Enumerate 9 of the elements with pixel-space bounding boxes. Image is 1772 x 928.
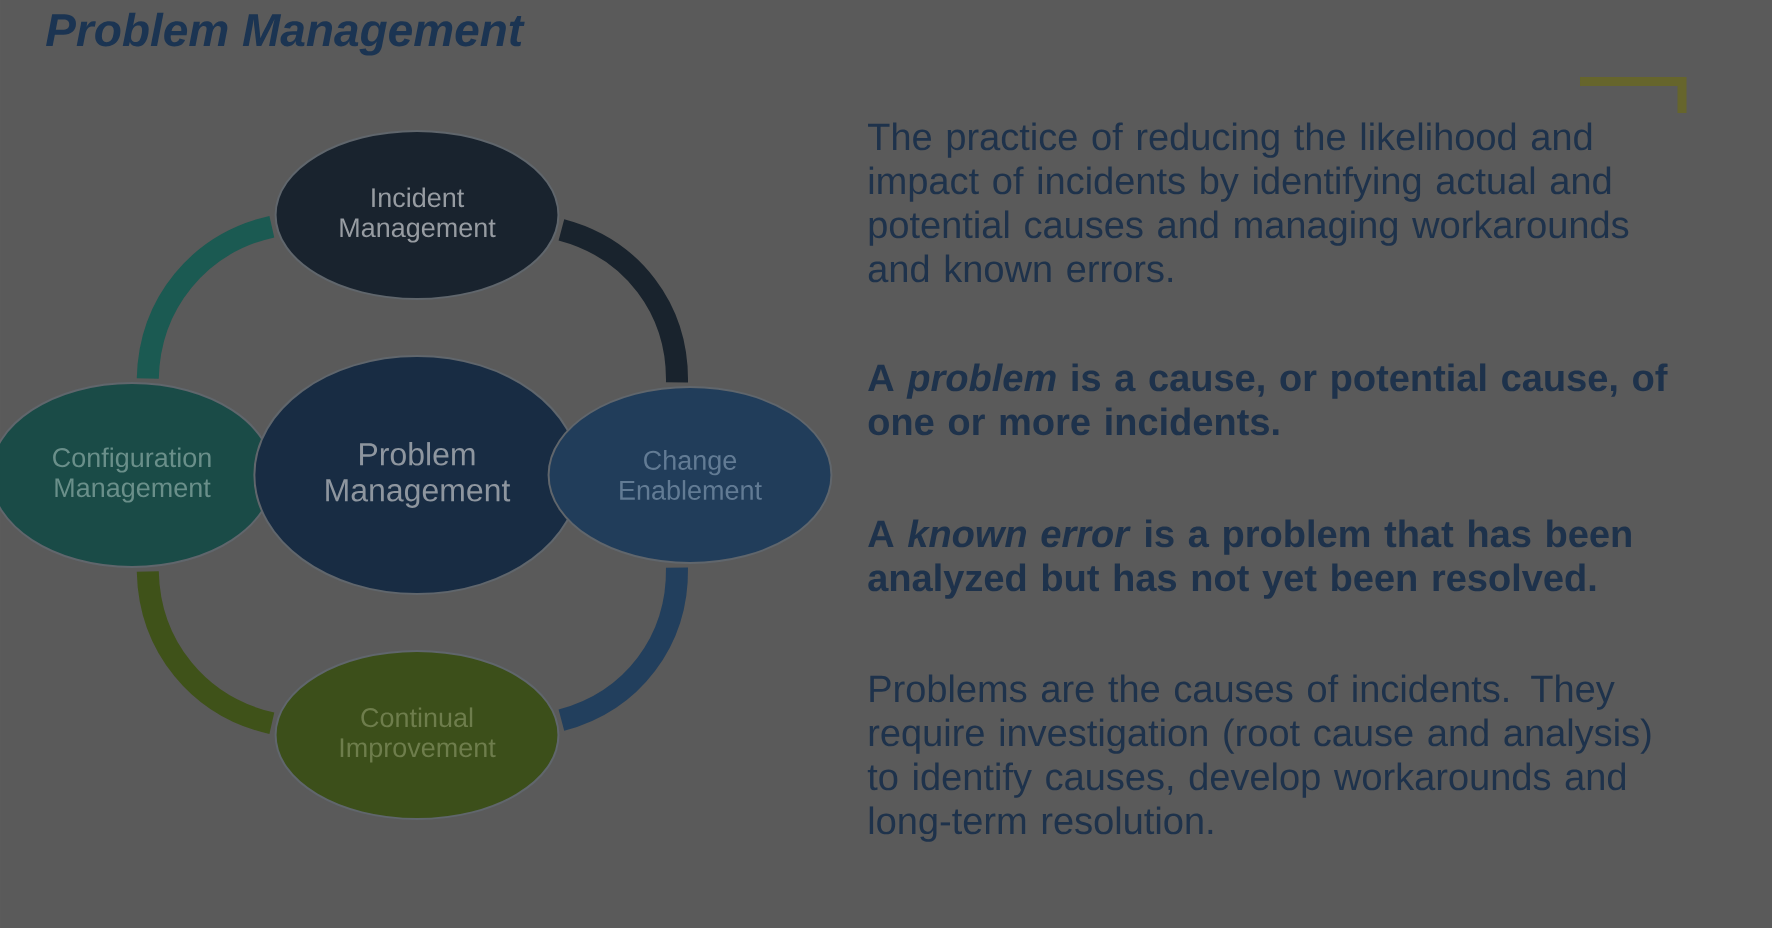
ring-arc <box>558 567 688 731</box>
slide-title: Problem Management <box>46 12 525 56</box>
ring-arc <box>558 219 688 383</box>
ring-arc <box>136 570 275 734</box>
paragraph: A known error is a problem that has been analyzed but has not yet been resolved. <box>868 519 1631 599</box>
paragraph: The practice of reducing the likelihood and impact of incidents by identifying actual and potential causes and managing workarounds and known errors. <box>868 122 1629 283</box>
ring-arc <box>136 216 275 380</box>
paragraph: A problem is a cause, or potential cause, of one or more incidents. <box>868 363 1668 436</box>
paragraph: Problems are the causes of incidents. They require investigation (root cause and analysis) to identify causes, develop workarounds and long-term resolution. <box>867 674 1651 842</box>
